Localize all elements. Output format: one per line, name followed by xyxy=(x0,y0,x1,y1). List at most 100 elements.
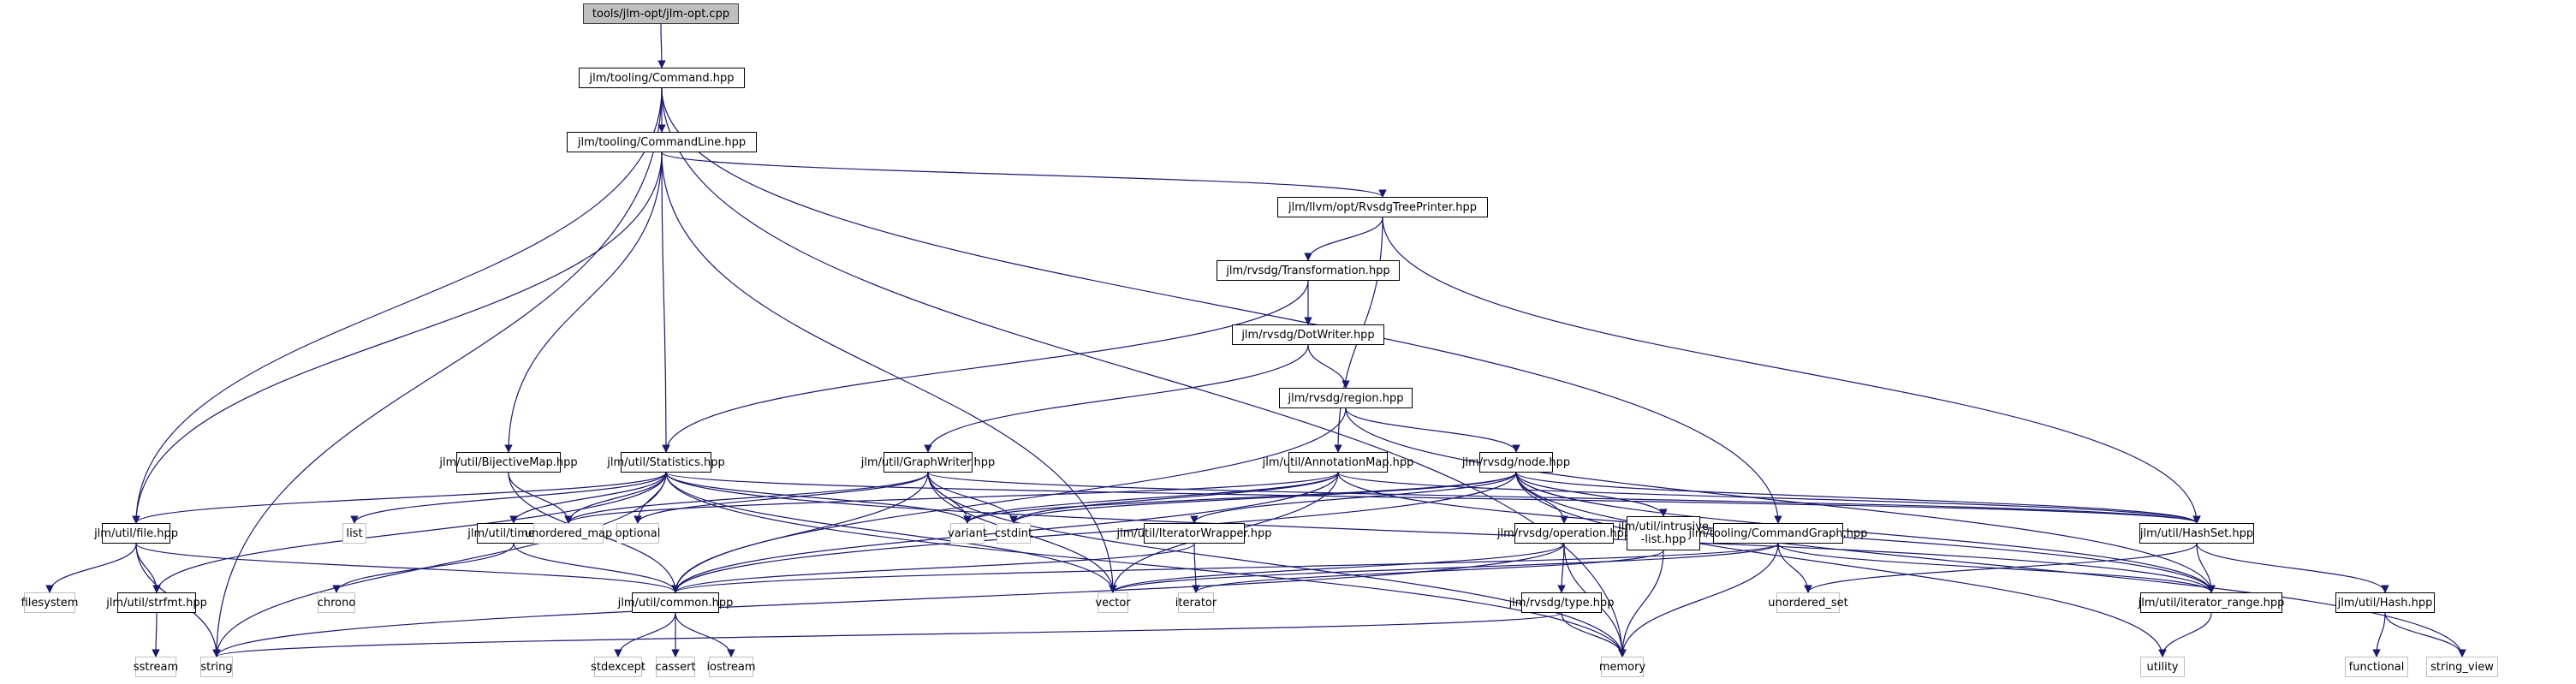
edge-node-to-utility xyxy=(1515,472,2167,657)
edge-type-to-memory xyxy=(1561,612,1627,657)
node-cstdint: cstdint xyxy=(995,523,1032,544)
node-iostream: iostream xyxy=(706,657,756,677)
node-command[interactable]: jlm/tooling/Command.hpp xyxy=(579,68,745,88)
edge-annotationmap-to-cstdint xyxy=(1009,472,1339,524)
edge-command-to-commandgraph xyxy=(661,87,1782,524)
edge-treeprinter-to-transformation xyxy=(1304,217,1383,261)
edge-statistics-to-variant xyxy=(665,472,972,524)
edge-iterator_range-to-utility xyxy=(2158,612,2212,657)
edge-node-to-cstdint xyxy=(1009,472,1517,524)
node-memory: memory xyxy=(1599,657,1645,677)
node-chrono: chrono xyxy=(318,592,355,613)
edge-dotwriter-to-graphwriter xyxy=(924,344,1309,453)
edge-graphwriter-to-common xyxy=(671,472,929,593)
edge-commandgraph-to-common xyxy=(671,543,1779,593)
edge-hashset-to-hash xyxy=(2196,543,2389,593)
edge-statistics-to-iterator_range xyxy=(665,472,2216,593)
node-cassert: cassert xyxy=(655,657,696,677)
node-operation[interactable]: jlm/rvsdg/operation.hpp xyxy=(1497,523,1631,544)
edge-graphwriter-to-hashset xyxy=(927,472,2201,524)
edge-dotwriter-to-region xyxy=(1307,344,1350,389)
edge-commandgraph-to-memory xyxy=(1618,543,1779,657)
edge-annotationmap-to-hashset xyxy=(1337,472,2201,524)
edge-statistics-to-list xyxy=(350,472,667,524)
node-treeprinter[interactable]: jlm/llvm/opt/RvsdgTreePrinter.hpp xyxy=(1277,197,1488,217)
node-dotwriter[interactable]: jlm/rvsdg/DotWriter.hpp xyxy=(1232,324,1384,345)
node-strfmt[interactable]: jlm/util/strfmt.hpp xyxy=(106,592,207,613)
edge-commandline-to-statistics xyxy=(661,152,670,453)
node-annotationmap[interactable]: jlm/util/AnnotationMap.hpp xyxy=(1263,452,1413,473)
node-root[interactable]: tools/jlm-opt/jlm-opt.cpp xyxy=(583,3,739,24)
node-utility: utility xyxy=(2140,657,2185,677)
edge-statistics-to-hashset xyxy=(665,472,2201,524)
node-iteratorwrapper[interactable]: jlm/util/IteratorWrapper.hpp xyxy=(1117,523,1271,544)
edge-hash-to-functional xyxy=(2372,612,2386,657)
edge-statistics-to-optional xyxy=(634,472,667,524)
node-unordered-set: unordered_set xyxy=(1768,592,1848,613)
edge-node-to-common xyxy=(671,472,1517,593)
edge-commandline-to-vector xyxy=(661,152,1117,593)
edge-command-to-memory xyxy=(661,87,1627,657)
edge-intrusivelist-to-memory xyxy=(1618,550,1664,657)
node-node[interactable]: jlm/rvsdg/node.hpp xyxy=(1462,452,1570,473)
node-graphwriter[interactable]: jlm/util/GraphWriter.hpp xyxy=(861,452,995,473)
node-type[interactable]: jlm/rvsdg/type.hpp xyxy=(1509,592,1614,613)
edge-common-to-stdexcept xyxy=(614,612,676,657)
edge-commandline-to-treeprinter xyxy=(661,152,1387,198)
edge-node-to-string_view xyxy=(1515,472,2466,657)
edge-statistics-to-time xyxy=(509,472,667,524)
edge-region-to-iterator_range xyxy=(1345,407,2216,593)
edge-commandline-to-file xyxy=(132,152,663,524)
node-hash[interactable]: jlm/util/Hash.hpp xyxy=(2335,592,2435,613)
edge-statistics-to-strfmt xyxy=(152,472,667,593)
edge-type-to-string xyxy=(212,612,1562,657)
edge-bijectivemap-to-unordered_map xyxy=(508,472,573,524)
node-string: string xyxy=(200,657,233,677)
edge-command-to-file xyxy=(132,87,663,524)
node-file[interactable]: jlm/util/file.hpp xyxy=(94,523,178,544)
edge-operation-to-vector xyxy=(1109,543,1565,593)
edge-annotationmap-to-variant xyxy=(963,472,1339,524)
edge-iteratorwrapper-to-iterator xyxy=(1192,543,1200,593)
edge-treeprinter-to-hashset xyxy=(1382,217,2201,524)
node-commandline[interactable]: jlm/tooling/CommandLine.hpp xyxy=(567,132,757,152)
edge-statistics-to-string xyxy=(212,472,667,657)
edge-transformation-to-statistics xyxy=(662,280,1309,453)
edge-intrusivelist-to-iterator xyxy=(1192,550,1664,593)
edge-file-to-filesystem xyxy=(45,543,137,593)
node-iterator-range[interactable]: jlm/util/iterator_range.hpp xyxy=(2139,592,2284,613)
node-statistics[interactable]: jlm/util/Statistics.hpp xyxy=(607,452,725,473)
edge-commandgraph-to-vector xyxy=(1109,543,1779,593)
node-string-view: string_view xyxy=(2426,657,2498,677)
node-common[interactable]: jlm/util/common.hpp xyxy=(618,592,733,613)
node-variant: variant xyxy=(948,523,987,544)
edge-common-to-iostream xyxy=(675,612,735,657)
edge-operation-to-string xyxy=(212,543,1565,657)
node-iterator: iterator xyxy=(1175,592,1217,613)
node-intrusivelist[interactable]: jlm/util/intrusive -list.hpp xyxy=(1618,516,1709,550)
edge-statistics-to-vector xyxy=(665,472,1117,593)
edge-annotationmap-to-unordered_map xyxy=(564,472,1339,524)
node-transformation[interactable]: jlm/rvsdg/Transformation.hpp xyxy=(1217,260,1400,281)
node-commandgraph[interactable]: jlm/tooling/CommandGraph.hpp xyxy=(1689,523,1867,544)
edge-strfmt-to-sstream xyxy=(152,612,160,657)
edge-time-to-chrono xyxy=(332,543,515,593)
edge-commandline-to-bijectivemap xyxy=(504,152,663,453)
edge-graphwriter-to-cstdint xyxy=(927,472,1018,524)
edge-operation-to-type xyxy=(1557,543,1566,593)
node-hashset[interactable]: jlm/util/HashSet.hpp xyxy=(2139,523,2254,544)
node-region[interactable]: jlm/rvsdg/region.hpp xyxy=(1279,388,1413,408)
edge-node-to-intrusivelist xyxy=(1515,472,1668,517)
edge-graphwriter-to-optional xyxy=(634,472,929,524)
edge-command-to-string xyxy=(212,87,663,657)
edge-graphwriter-to-memory xyxy=(927,472,1627,657)
node-optional: optional xyxy=(616,523,660,544)
edge-hash-to-string_view xyxy=(2384,612,2466,657)
node-list: list xyxy=(342,523,366,544)
edge-node-to-hashset xyxy=(1515,472,2201,524)
node-bijectivemap[interactable]: jlm/util/BijectiveMap.hpp xyxy=(439,452,578,473)
edge-graphwriter-to-unordered_map xyxy=(564,472,929,524)
edge-hashset-to-unordered_set xyxy=(1804,543,2198,593)
edge-time-to-common xyxy=(513,543,680,593)
